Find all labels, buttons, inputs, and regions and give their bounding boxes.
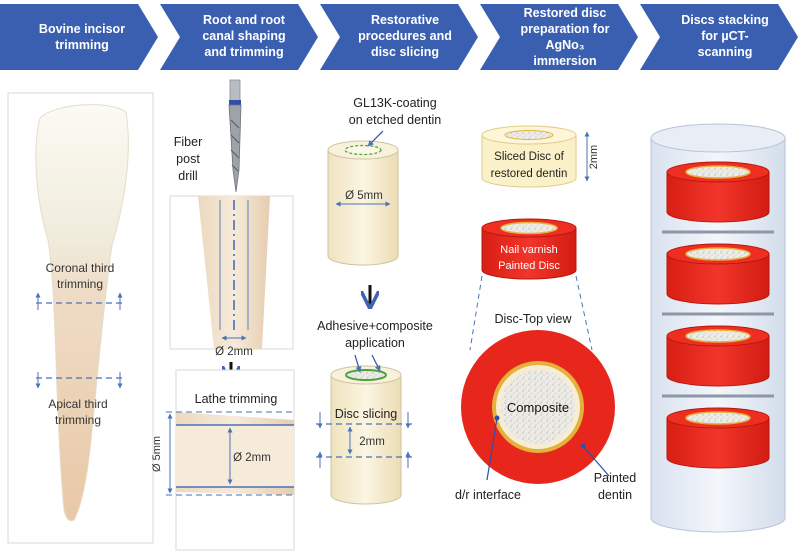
coating-pointer xyxy=(367,130,384,147)
step-chevron-2: Root and root canal shaping and trimming xyxy=(160,4,318,70)
step-3-line-3: disc slicing xyxy=(371,45,439,59)
step-2-line-1: Root and root xyxy=(203,13,286,27)
step-1-line-1: Bovine incisor xyxy=(39,22,125,36)
composite-label: Composite xyxy=(507,400,569,415)
fiber-post-drill xyxy=(228,79,242,193)
step-5-line-3: scanning xyxy=(698,45,753,59)
disc-top-view: Composite xyxy=(461,330,615,484)
lathe-height-label: Ø 5mm xyxy=(151,436,163,472)
step-chevron-3: Restorative procedures and disc slicing xyxy=(320,4,478,70)
step-5-line-1: Discs stacking xyxy=(681,13,769,27)
panel-restorative: GL13K-coating on etched dentin Ø 5mm Adh… xyxy=(316,96,441,505)
dentin-pointer-dot xyxy=(580,443,586,449)
painted-label-line-1: Nail varnish xyxy=(500,244,557,256)
cylinder-top: Ø 5mm xyxy=(327,130,399,266)
drill-label-line-2: post xyxy=(176,152,200,166)
stacked-disc xyxy=(666,325,770,387)
projection-left xyxy=(469,275,483,351)
adhesive-label-line-1: Adhesive+composite xyxy=(317,319,433,333)
step-3-line-1: Restorative xyxy=(371,13,439,27)
step-2-line-2: canal shaping xyxy=(202,29,285,43)
step-4-line-1: Restored disc xyxy=(524,6,607,20)
adhesive-pointer-left xyxy=(354,354,362,373)
step-1-line-2: trimming xyxy=(55,38,108,52)
step-chevron-1: Bovine incisor trimming xyxy=(0,4,158,70)
drill-label-line-1: Fiber xyxy=(174,135,202,149)
stacked-disc xyxy=(666,243,770,305)
panel-disc-prep: Sliced Disc of restored dentin 2mm Nail … xyxy=(455,125,636,502)
interface-pointer-dot xyxy=(494,415,500,421)
step-chevron-5: Discs stacking for µCT- scanning xyxy=(640,4,798,70)
sliced-label-line-2: restored dentin xyxy=(491,168,568,180)
coating-label-line-1: GL13K-coating xyxy=(353,96,436,110)
disc-stack xyxy=(666,161,770,469)
dentin-label-line-2: dentin xyxy=(598,488,632,502)
painted-label-line-2: Painted Disc xyxy=(498,260,560,272)
adhesive-label-line-2: application xyxy=(345,336,405,350)
slicing-label: Disc slicing xyxy=(335,407,398,421)
incisor-tooth xyxy=(35,104,129,522)
drill-label-line-3: drill xyxy=(178,169,197,183)
panel-root-canal: Fiber post drill Ø 2mm Lathe trimming Ø … xyxy=(151,79,295,551)
interface-label: d/r interface xyxy=(455,488,521,502)
step-4-line-4: immersion xyxy=(533,54,596,68)
dentin-pointer xyxy=(582,445,610,477)
adhesive-pointer-right xyxy=(371,354,381,372)
cylinder-bottom xyxy=(330,354,402,505)
panel-stacking xyxy=(650,123,786,533)
interface-pointer xyxy=(486,417,498,481)
top-view-label: Disc-Top view xyxy=(494,312,572,326)
step-3-line-2: procedures and xyxy=(358,29,452,43)
apical-label-line-1: Apical third xyxy=(48,397,107,411)
step-2-line-3: and trimming xyxy=(204,45,283,59)
sliced-label-line-1: Sliced Disc of xyxy=(494,151,564,163)
lathe-label: Lathe trimming xyxy=(195,392,278,406)
step-4-line-3: AgNo₃ xyxy=(545,38,584,52)
canal-diameter-label: Ø 2mm xyxy=(215,346,253,358)
panel-tooth: Coronal third trimming Apical third trim… xyxy=(7,92,154,544)
step-4-line-2: preparation for xyxy=(521,22,610,36)
cylinder-diameter-label: Ø 5mm xyxy=(345,190,383,202)
lathe-disc-zone xyxy=(176,425,294,487)
stacked-disc xyxy=(666,161,770,223)
step-chevron-4: Restored disc preparation for AgNo₃ imme… xyxy=(480,4,638,70)
root-section xyxy=(198,196,270,349)
painted-disc: Nail varnish Painted Disc xyxy=(481,218,577,280)
step-5-line-2: for µCT- xyxy=(701,29,748,43)
coating-label-line-2: on etched dentin xyxy=(349,113,441,127)
stacked-disc xyxy=(666,407,770,469)
sliced-thickness-label: 2mm xyxy=(588,145,600,169)
scan-tube-top xyxy=(650,123,786,153)
slice-thickness-label: 2mm xyxy=(359,436,385,448)
sliced-disc: Sliced Disc of restored dentin xyxy=(481,125,577,188)
projection-right xyxy=(575,275,593,351)
coronal-label-line-2: trimming xyxy=(57,277,103,291)
dentin-label-line-1: Painted xyxy=(594,471,636,485)
lathe-diameter-label: Ø 2mm xyxy=(233,452,271,464)
coronal-label-line-1: Coronal third xyxy=(46,261,115,275)
apical-label-line-2: trimming xyxy=(55,413,101,427)
